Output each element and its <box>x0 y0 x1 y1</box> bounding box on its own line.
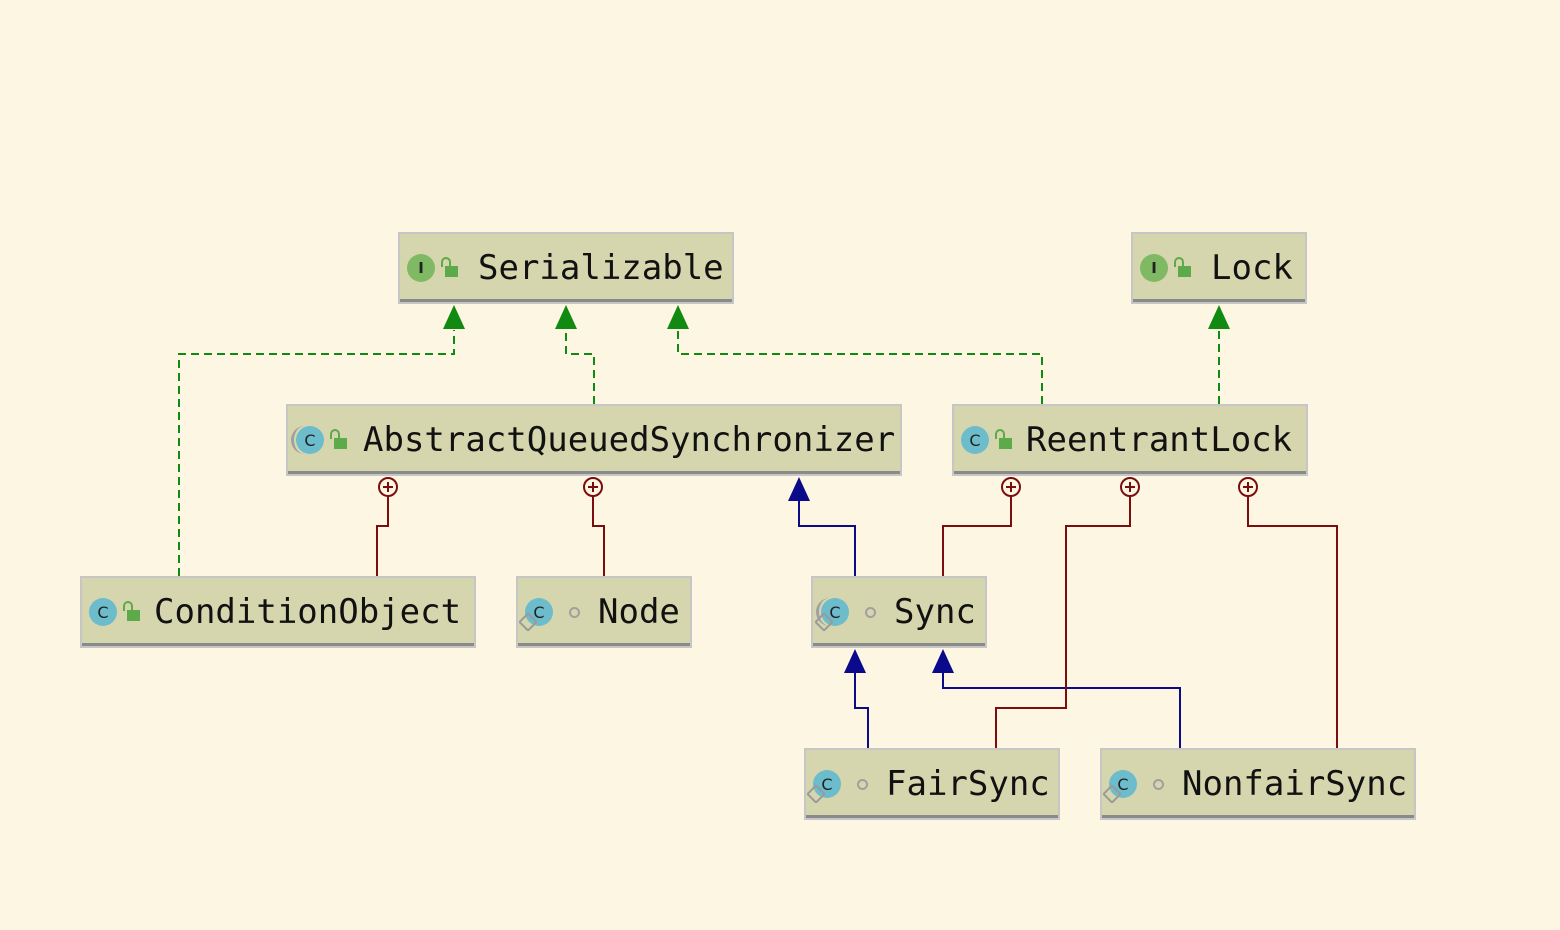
inner-class-marker <box>1001 477 1021 497</box>
edge-nonfair-sync-inner-of-reentrant-lock <box>1247 496 1338 748</box>
static-class-icon: C <box>525 598 553 626</box>
node-nonfair-sync[interactable]: C NonfairSync <box>1100 748 1416 820</box>
node-label: FairSync <box>886 764 1050 804</box>
static-class-icon: C <box>1109 770 1137 798</box>
public-visibility-icon <box>995 428 1012 449</box>
interface-icon: I <box>407 254 435 282</box>
node-reentrant-lock[interactable]: C ReentrantLock <box>952 404 1308 476</box>
realization-arrowhead <box>555 305 577 329</box>
edge-aqs-to-serializable <box>565 330 595 404</box>
node-label: Sync <box>894 592 976 632</box>
abstract-static-class-icon: C <box>816 598 849 626</box>
edge-nonfair-sync-to-sync <box>942 672 1181 748</box>
edge-condition-object-inner-of-aqs <box>376 496 389 576</box>
realization-arrowhead <box>667 305 689 329</box>
inheritance-arrowhead <box>788 477 810 501</box>
node-label: AbstractQueuedSynchronizer <box>363 420 896 460</box>
inheritance-arrowhead <box>844 649 866 673</box>
node-label: Serializable <box>478 248 724 288</box>
node-condition-object[interactable]: C ConditionObject <box>80 576 476 648</box>
edge-sync-inner-of-reentrant-lock <box>942 496 1012 576</box>
node-label: Lock <box>1211 248 1293 288</box>
interface-icon: I <box>1140 254 1168 282</box>
inner-class-marker <box>1238 477 1258 497</box>
node-label: Node <box>598 592 680 632</box>
node-label: NonfairSync <box>1182 764 1408 804</box>
abstract-class-icon: C <box>291 426 324 454</box>
inheritance-arrowhead <box>932 649 954 673</box>
node-node[interactable]: C Node <box>516 576 692 648</box>
public-visibility-icon <box>123 600 140 621</box>
package-visibility-icon <box>1153 778 1164 790</box>
edge-fair-sync-to-sync <box>854 672 869 748</box>
edge-fair-sync-inner-of-reentrant-lock <box>995 496 1131 748</box>
edge-reentrant-lock-to-serializable <box>677 330 1043 404</box>
package-visibility-icon <box>569 606 580 618</box>
realization-arrowhead <box>1208 305 1230 329</box>
package-visibility-icon <box>857 778 868 790</box>
node-label: ReentrantLock <box>1026 420 1293 460</box>
public-visibility-icon <box>330 428 347 449</box>
node-abstract-queued-synchronizer[interactable]: C AbstractQueuedSynchronizer <box>286 404 902 476</box>
edge-sync-to-aqs <box>798 500 856 576</box>
node-sync[interactable]: C Sync <box>811 576 987 648</box>
edge-node-inner-of-aqs <box>592 496 605 576</box>
node-serializable[interactable]: I Serializable <box>398 232 734 304</box>
node-fair-sync[interactable]: C FairSync <box>804 748 1060 820</box>
inner-class-marker <box>1120 477 1140 497</box>
realization-arrowhead <box>443 305 465 329</box>
public-visibility-icon <box>441 256 458 277</box>
class-icon: C <box>961 426 989 454</box>
static-class-icon: C <box>813 770 841 798</box>
package-visibility-icon <box>865 606 876 618</box>
node-label: ConditionObject <box>154 592 462 632</box>
node-lock[interactable]: I Lock <box>1131 232 1307 304</box>
edge-condition-object-to-serializable <box>178 330 455 576</box>
inner-class-marker <box>378 477 398 497</box>
class-icon: C <box>89 598 117 626</box>
public-visibility-icon <box>1174 256 1191 277</box>
inner-class-marker <box>583 477 603 497</box>
